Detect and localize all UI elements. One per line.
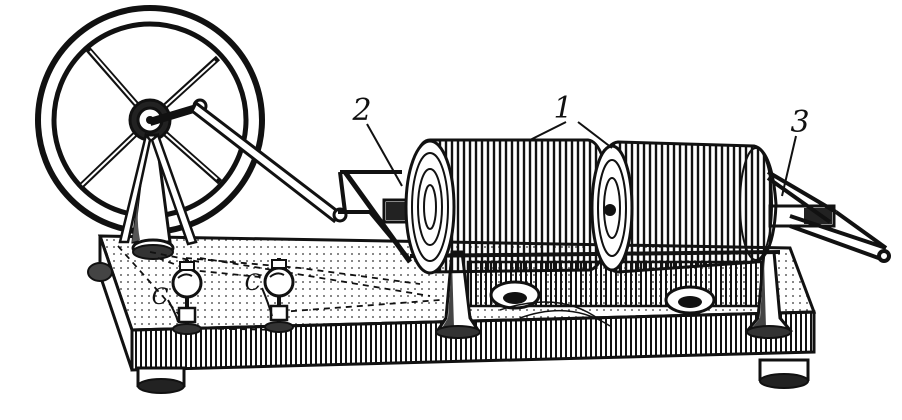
coil-left [404, 138, 612, 275]
base-feet [87, 262, 810, 394]
label-leaders [167, 121, 797, 323]
right-frame-arm [766, 170, 891, 263]
wheel-stand [118, 132, 198, 260]
label-axle: 3 [790, 105, 809, 140]
connecting-rod [190, 100, 348, 224]
coil-right [590, 140, 778, 274]
label-brushes: 2 [351, 93, 371, 128]
label-terminal-right: C [245, 271, 262, 296]
terminal-left [171, 260, 203, 335]
label-terminal-left: C [152, 285, 169, 310]
terminal-right [263, 258, 295, 333]
label-coils: 1 [553, 91, 572, 126]
frame-arm [338, 170, 413, 264]
